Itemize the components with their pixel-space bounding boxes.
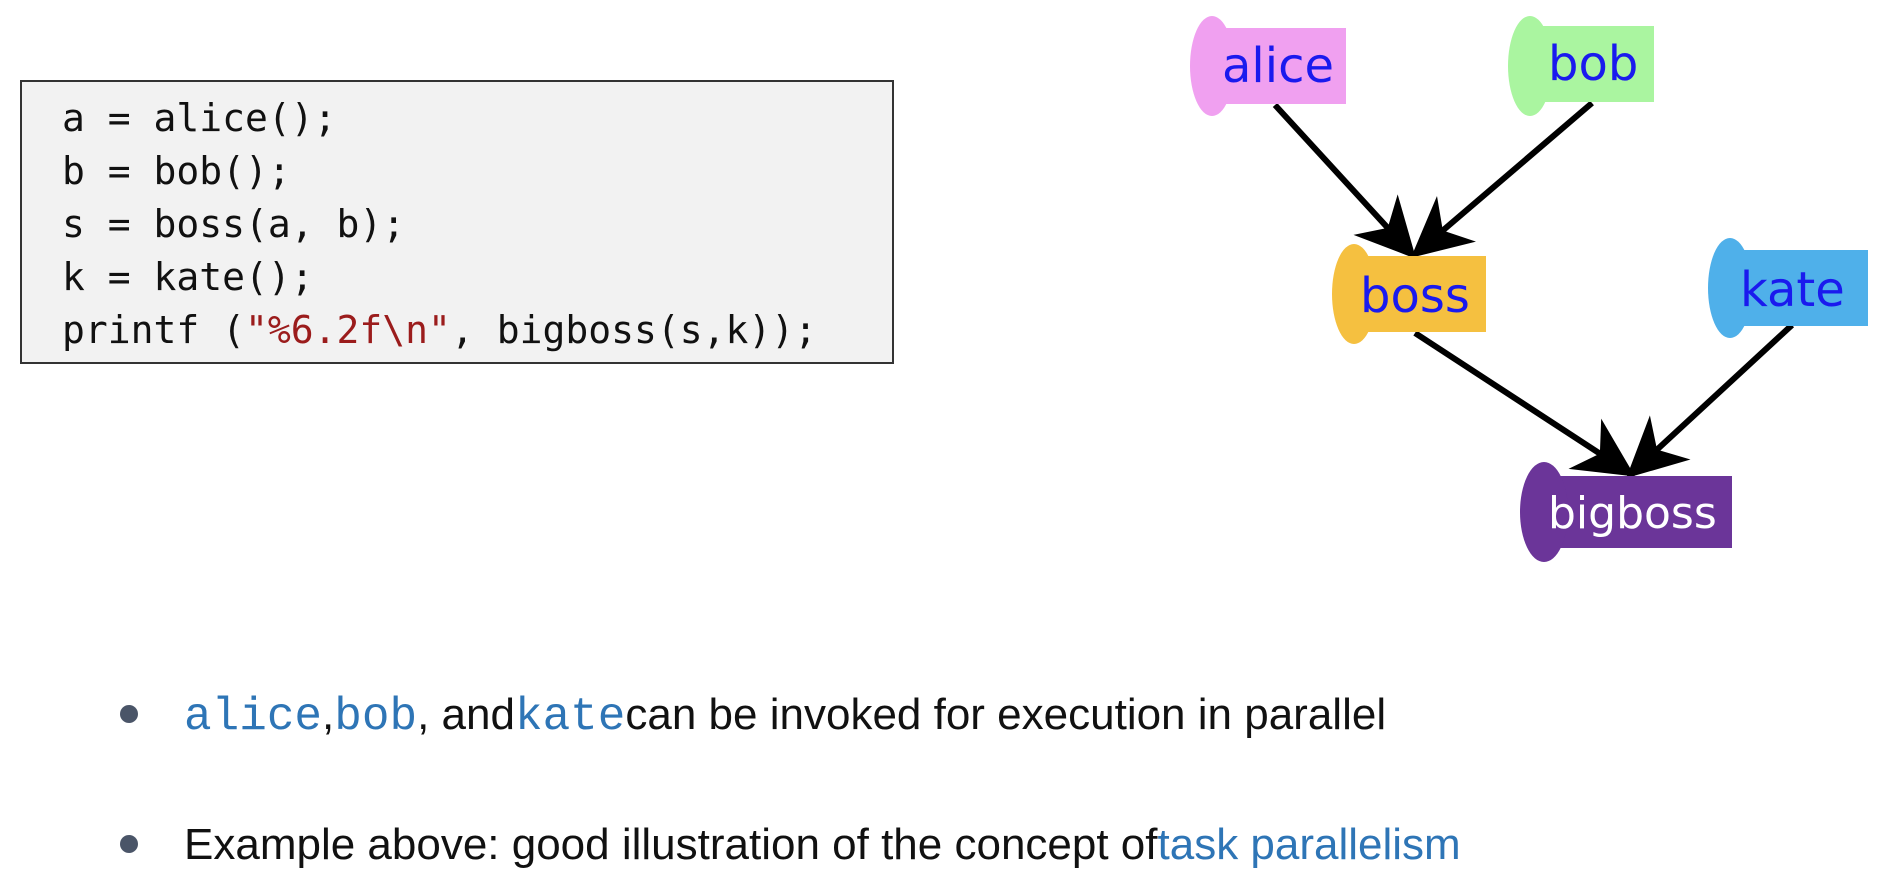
code-line: printf ("%6.2f\n", bigboss(s,k)); xyxy=(62,308,817,352)
node-bob xyxy=(1508,16,1654,116)
edge-boss-bigboss xyxy=(1413,330,1636,477)
code-line: a = alice(); xyxy=(62,96,337,140)
bullet-item-task-parallelism: Example above: good illustration of the … xyxy=(120,820,1461,870)
node-kate xyxy=(1708,238,1868,338)
edge-alice-boss xyxy=(1272,102,1417,259)
code-ref-kate: kate xyxy=(514,691,626,743)
bullet-dot-icon xyxy=(120,835,138,853)
node-label-bob: bob xyxy=(1548,36,1639,92)
node-alice xyxy=(1190,16,1346,116)
node-label-alice: alice xyxy=(1222,38,1335,94)
edge-kate-bigboss xyxy=(1626,322,1795,479)
node-label-bigboss: bigboss xyxy=(1548,488,1717,539)
code-line: k = kate(); xyxy=(62,255,314,299)
separator-text: , and xyxy=(417,690,515,739)
code-line: s = boss(a, b); xyxy=(62,202,406,246)
code-block: a = alice(); b = bob(); s = boss(a, b); … xyxy=(20,80,894,364)
separator-text: , xyxy=(322,690,335,739)
task-dependency-diagram: alice bob boss kate bigboss xyxy=(1180,0,1880,580)
bullet-item-parallel-invocation: alice, bob, and kate can be invoked for … xyxy=(120,690,1386,743)
highlight-task-parallelism: task parallelism xyxy=(1157,820,1461,869)
bullet-dot-icon xyxy=(120,705,138,723)
node-boss xyxy=(1332,244,1486,344)
bullet-text: can be invoked for execution in parallel xyxy=(625,690,1387,739)
code-line: b = bob(); xyxy=(62,149,291,193)
diagram-canvas xyxy=(1190,16,1868,562)
code-ref-alice: alice xyxy=(184,691,323,743)
node-label-boss: boss xyxy=(1360,268,1470,324)
edge-bob-boss xyxy=(1410,100,1594,258)
bullet-text: Example above: good illustration of the … xyxy=(184,820,1158,869)
node-bigboss xyxy=(1520,462,1732,562)
code-ref-bob: bob xyxy=(334,691,418,743)
node-label-kate: kate xyxy=(1740,262,1845,318)
code-string-literal: "%6.2f\n" xyxy=(245,308,451,352)
